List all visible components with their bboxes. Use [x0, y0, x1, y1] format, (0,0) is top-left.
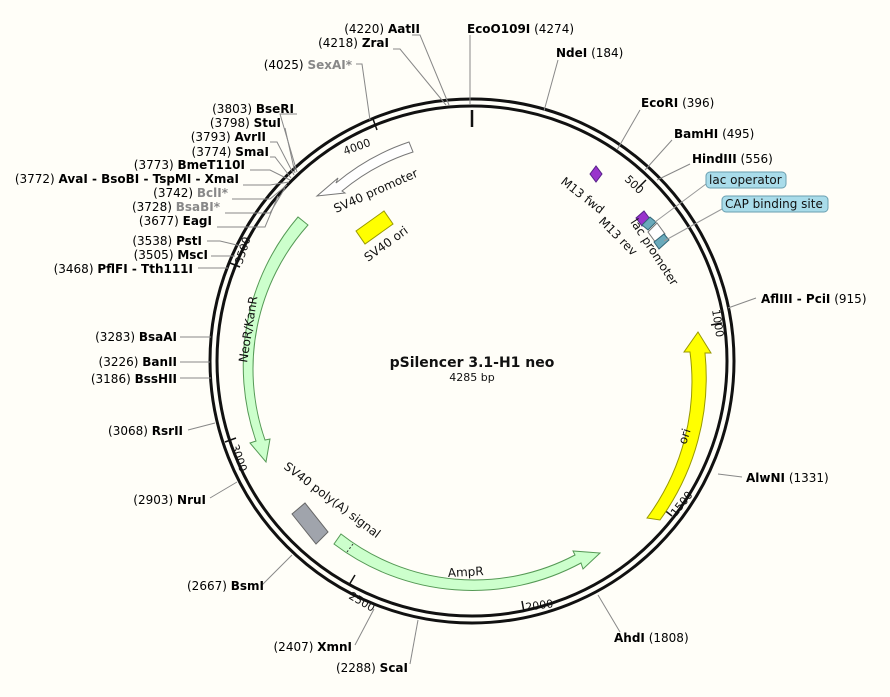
- enzyme-banii[interactable]: (3226) BanII: [99, 355, 177, 369]
- tick-mark-500: [637, 179, 647, 189]
- enzyme-bseri[interactable]: (3803) BseRI: [212, 102, 294, 116]
- leader-bamhi: [644, 139, 673, 171]
- leader-stui: [284, 127, 296, 174]
- tick-mark-4000: [372, 118, 378, 131]
- ampr-dotted-marker: [346, 543, 354, 553]
- leader-xmni: [354, 608, 375, 646]
- feature-label-m13-fwd: M13 fwd: [558, 174, 607, 216]
- enzyme-psti[interactable]: (3538) PstI: [132, 234, 202, 248]
- cap-site-pointer: [663, 208, 723, 242]
- tick-mark-2500: [348, 574, 356, 586]
- leader-bcli: [232, 184, 288, 200]
- enzyme-ecori[interactable]: EcoRI (396): [641, 96, 714, 110]
- leader-avai: [243, 181, 290, 186]
- enzyme-bsshii[interactable]: (3186) BssHII: [91, 372, 177, 386]
- feature-sv40-ori[interactable]: [355, 210, 394, 245]
- lac-operator-pointer: [654, 183, 707, 223]
- tick-marks: [224, 118, 723, 613]
- leader-alwni: [717, 473, 743, 478]
- feature-m13-fwd[interactable]: [589, 165, 603, 183]
- tick-mark-3500: [229, 262, 241, 268]
- enzyme-afliii-pcii[interactable]: AflIII - PciI (915): [761, 292, 867, 306]
- leader-ndei: [543, 59, 559, 112]
- tick-label-500: 500: [622, 173, 646, 197]
- leader-psti: [207, 240, 242, 247]
- enzyme-stui[interactable]: (3798) StuI: [210, 116, 281, 130]
- leader-ahdi: [597, 594, 621, 633]
- feature-ori[interactable]: [646, 331, 712, 521]
- enzyme-rsrii[interactable]: (3068) RsrII: [108, 424, 183, 438]
- enzyme-xmni[interactable]: (2407) XmnI: [274, 640, 353, 654]
- leader-bsabi: [225, 187, 286, 214]
- enzyme-ndei[interactable]: NdeI (184): [556, 46, 623, 60]
- enzyme-ecoo109i[interactable]: EcoO109I (4274): [467, 22, 574, 36]
- tick-mark-2000: [521, 600, 525, 613]
- feature-sv40-polya[interactable]: [291, 502, 329, 545]
- enzyme-smai[interactable]: (3774) SmaI: [192, 145, 269, 159]
- leader-zrai: [393, 48, 447, 106]
- feature-label-cap-binding-site: CAP binding site: [725, 197, 823, 211]
- feature-lac-operator[interactable]: [641, 216, 657, 231]
- feature-cap-binding-site[interactable]: [653, 233, 670, 250]
- feature-ampr[interactable]: [333, 533, 602, 591]
- leader-bmet110i: [250, 169, 291, 181]
- feature-label-lac-operator: lac operator: [709, 173, 782, 187]
- enzyme-msci[interactable]: (3505) MscI: [134, 248, 208, 262]
- enzyme-alwni[interactable]: AlwNI (1331): [746, 471, 829, 485]
- enzyme-ahdi[interactable]: AhdI (1808): [614, 631, 689, 645]
- leader-scai: [409, 619, 419, 665]
- enzyme-bcli[interactable]: (3742) BclI*: [153, 186, 229, 200]
- enzyme-avai-bsobi-tspmi-xmai[interactable]: (3772) AvaI - BsoBI - TspMI - XmaI: [15, 172, 239, 186]
- enzyme-zrai[interactable]: (4218) ZraI: [318, 36, 389, 50]
- tick-label-2000: 2000: [525, 597, 555, 614]
- enzyme-bsmi[interactable]: (2667) BsmI: [187, 579, 264, 593]
- tick-label-3500: 3500: [232, 235, 253, 266]
- leader-avrii: [270, 141, 295, 176]
- leader-aatii: [412, 34, 450, 106]
- leader-smai: [270, 156, 292, 179]
- leader-eagi: [217, 195, 279, 228]
- enzyme-scai[interactable]: (2288) ScaI: [336, 661, 408, 675]
- feature-neor-kanr[interactable]: [242, 216, 309, 464]
- leader-sexai: [356, 63, 371, 121]
- enzyme-bamhi[interactable]: BamHI (495): [674, 127, 754, 141]
- leader-bsmi: [261, 554, 293, 586]
- tick-label-3000: 3000: [228, 443, 249, 474]
- enzyme-eagi[interactable]: (3677) EagI: [139, 214, 212, 228]
- feature-label-ampr: AmpR: [447, 564, 484, 580]
- plasmid-length: 4285 bp: [449, 371, 494, 384]
- leader-ecori: [616, 109, 641, 151]
- enzyme-bsaai[interactable]: (3283) BsaAI: [95, 330, 177, 344]
- backbone-inner-circle: [215, 104, 729, 618]
- tick-label-1000: 1000: [709, 308, 726, 338]
- leader-nrui: [209, 481, 238, 499]
- enzyme-avrii[interactable]: (3793) AvrII: [191, 130, 266, 144]
- leader-hindiii: [656, 163, 691, 181]
- enzyme-labels: (4220) AatII (4218) ZraI EcoO109I (4274)…: [15, 22, 867, 675]
- leader-afliii: [727, 297, 757, 309]
- feature-label-ori: ori: [676, 427, 694, 446]
- leader-bseri: [279, 113, 298, 173]
- tick-mark-3000: [224, 437, 237, 443]
- feature-sv40-promoter[interactable]: [315, 141, 414, 197]
- leader-rsrii: [187, 422, 216, 431]
- enzyme-hindiii[interactable]: HindIII (556): [692, 152, 773, 166]
- cap-binding-site-box: [721, 195, 829, 213]
- enzyme-bsabi[interactable]: (3728) BsaBI*: [132, 200, 221, 214]
- enzyme-bmet110i[interactable]: (3773) BmeT110I: [134, 158, 245, 172]
- backbone-outer-circle: [208, 97, 736, 625]
- feature-label-sv40-polya: SV40 poly(A) signal: [281, 459, 383, 541]
- plasmid-name: pSilencer 3.1-H1 neo: [390, 355, 555, 371]
- enzyme-sexai[interactable]: (4025) SexAI*: [264, 58, 353, 72]
- lac-operator-box: [705, 171, 787, 189]
- enzyme-leaders: [180, 34, 757, 665]
- feature-label-sv40-promoter: SV40 promoter: [332, 166, 421, 216]
- enzyme-pflfi-tth111i[interactable]: (3468) PflFI - Tth111I: [54, 262, 193, 276]
- enzyme-aatii[interactable]: (4220) AatII: [344, 22, 420, 36]
- enzyme-nrui[interactable]: (2903) NruI: [133, 493, 206, 507]
- tick-mark-1000: [710, 322, 723, 326]
